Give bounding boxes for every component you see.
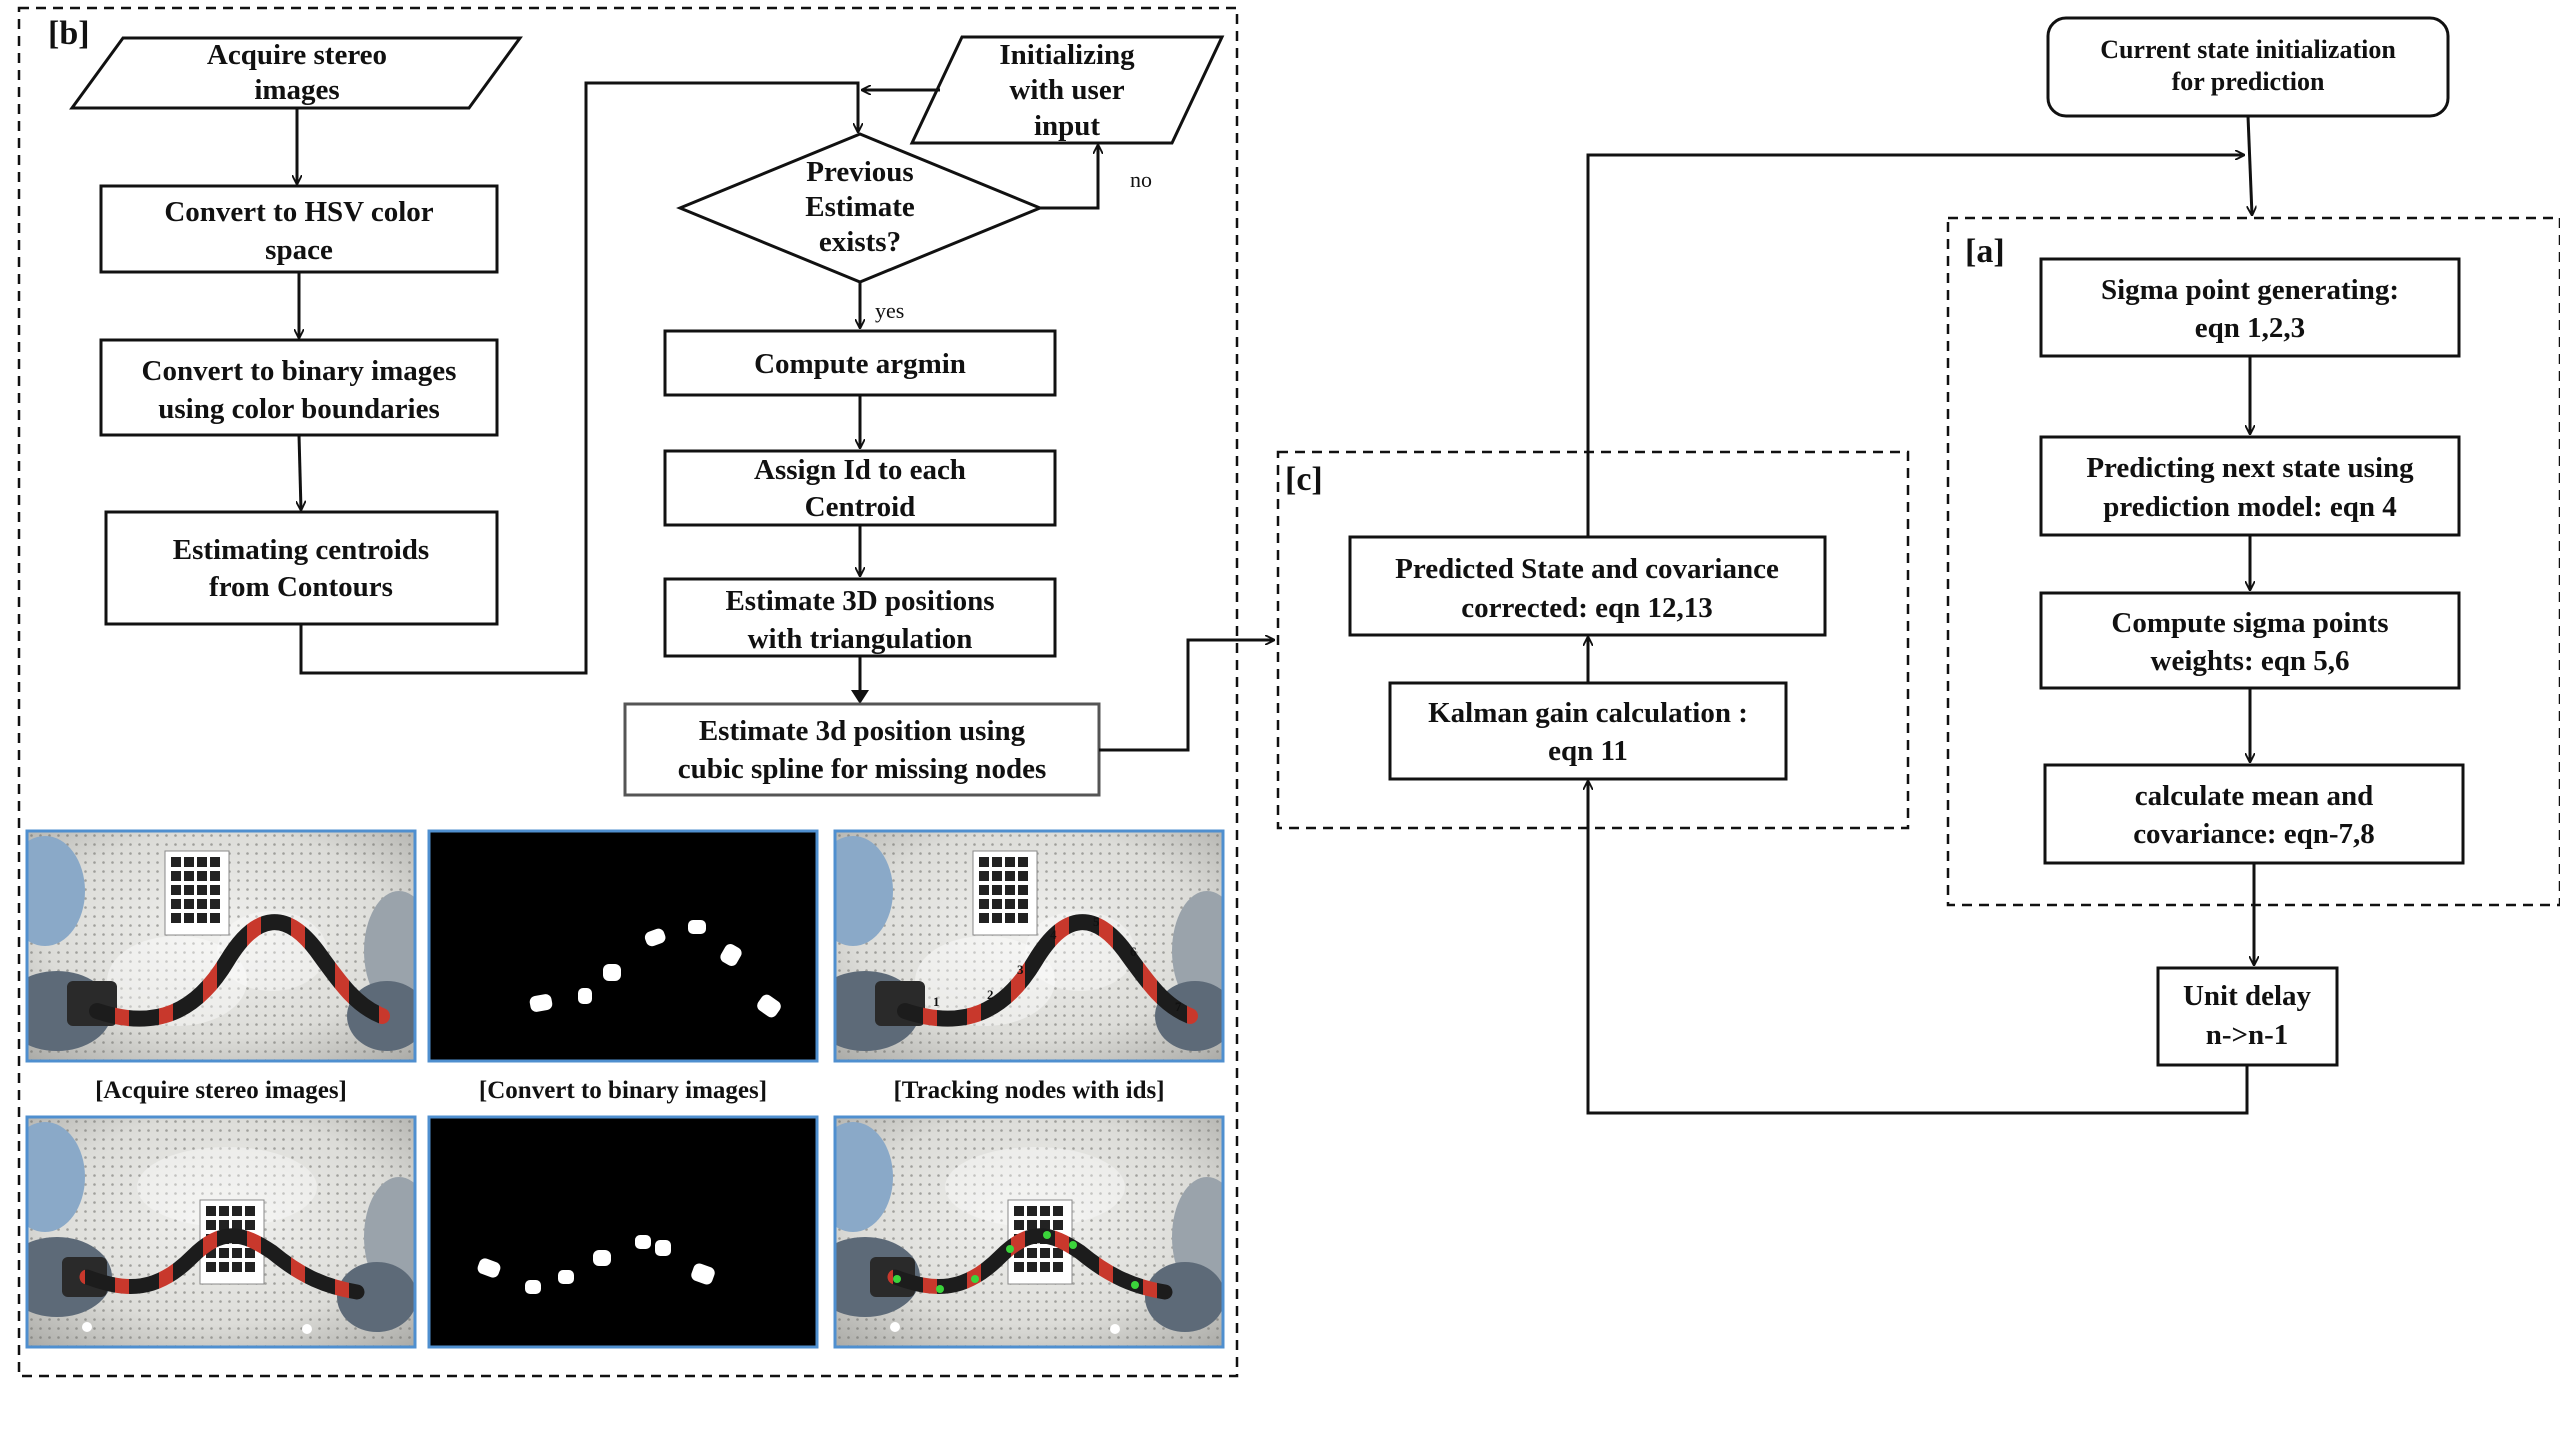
- svg-text:Convert to HSV color: Convert to HSV color: [164, 196, 433, 228]
- caption-tracking: [Tracking nodes with ids]: [893, 1077, 1164, 1104]
- svg-text:Kalman gain calculation :: Kalman gain calculation :: [1428, 697, 1748, 729]
- panel-c-tag: [c]: [1285, 461, 1323, 498]
- convert-binary-node: Convert to binary images using color bou…: [99, 338, 499, 437]
- unit-delay-node: Unit delay n->n-1: [2156, 966, 2339, 1067]
- svg-text:weights: eqn 5,6: weights: eqn 5,6: [2151, 645, 2350, 677]
- svg-text:4: 4: [1050, 927, 1057, 942]
- svg-text:6: 6: [1130, 944, 1137, 959]
- arrow-current-to-sigma: [2246, 115, 2252, 215]
- no-label: no: [1130, 167, 1152, 192]
- svg-text:from Contours: from Contours: [209, 571, 393, 603]
- photo-stereo-2: [27, 1117, 415, 1347]
- svg-text:7: 7: [1175, 999, 1182, 1014]
- svg-text:Estimate: Estimate: [805, 191, 915, 223]
- compute-argmin-node: Compute argmin: [663, 329, 1057, 397]
- kalman-gain-node: Kalman gain calculation : eqn 11: [1388, 681, 1788, 781]
- svg-text:prediction model: eqn 4: prediction model: eqn 4: [2103, 491, 2397, 523]
- photo-frame-5: [427, 1115, 819, 1349]
- convert-hsv-node: Convert to HSV color space: [99, 184, 499, 274]
- svg-text:Initializing: Initializing: [999, 39, 1135, 71]
- arrow-centroids-to-decision: [299, 81, 858, 675]
- arrow-no-branch: [1040, 145, 1098, 210]
- acquire-stereo-images-node: Acquire stereo images: [69, 36, 523, 110]
- svg-text:Sigma point generating:: Sigma point generating:: [2101, 274, 2399, 306]
- photo-frame-6: [833, 1115, 1225, 1349]
- estimate-3d-triangulation-node: Estimate 3D positions with triangulation: [663, 577, 1057, 658]
- svg-text:Predicted State and covariance: Predicted State and covariance: [1395, 553, 1779, 585]
- panel-b-frame: [17, 6, 1239, 1378]
- svg-text:Compute sigma points: Compute sigma points: [2111, 607, 2388, 639]
- photo-binary-2: [429, 1117, 817, 1347]
- previous-estimate-decision: Previous Estimate exists?: [676, 132, 1044, 284]
- caption-acquire: [Acquire stereo images]: [95, 1077, 347, 1104]
- svg-text:corrected: eqn 12,13: corrected: eqn 12,13: [1461, 592, 1713, 624]
- svg-text:1: 1: [933, 994, 940, 1009]
- predict-next-state-node: Predicting next state using prediction m…: [2039, 435, 2461, 537]
- yes-label: yes: [875, 298, 904, 323]
- svg-text:n->n-1: n->n-1: [2206, 1019, 2289, 1051]
- arrow-spline-to-kalman: [1099, 640, 1274, 752]
- svg-text:3: 3: [1017, 962, 1024, 977]
- arrow-predicted-to-current: [1586, 155, 2244, 537]
- svg-text:Assign Id to each: Assign Id to each: [754, 454, 966, 486]
- arrow-binary-centroids: [299, 434, 301, 510]
- svg-text:Current state initialization: Current state initialization: [2100, 35, 2396, 64]
- assign-id-node: Assign Id to each Centroid: [663, 449, 1057, 527]
- svg-text:exists?: exists?: [819, 226, 901, 258]
- svg-text:Predicting next state using: Predicting next state using: [2086, 452, 2414, 484]
- predicted-state-node: Predicted State and covariance corrected…: [1348, 535, 1827, 637]
- sigma-weights-node: Compute sigma points weights: eqn 5,6: [2039, 591, 2461, 690]
- cubic-spline-node: Estimate 3d position using cubic spline …: [623, 702, 1101, 797]
- arrow-delay-to-kalman: [1588, 781, 2249, 1115]
- svg-text:2: 2: [987, 987, 994, 1002]
- arrow-head-bold: [851, 690, 869, 704]
- caption-binary: [Convert to binary images]: [479, 1077, 767, 1104]
- svg-text:space: space: [265, 234, 333, 266]
- initialize-user-input-node: Initializing with user input: [909, 35, 1225, 145]
- svg-text:covariance: eqn-7,8: covariance: eqn-7,8: [2133, 818, 2375, 850]
- svg-text:Acquire stereo: Acquire stereo: [207, 39, 387, 71]
- panel-b-tag: [b]: [48, 15, 90, 52]
- svg-text:images: images: [254, 74, 339, 106]
- svg-text:Estimate 3d position using: Estimate 3d position using: [699, 715, 1026, 747]
- svg-text:Unit delay: Unit delay: [2183, 980, 2312, 1012]
- svg-text:5: 5: [1093, 914, 1100, 929]
- svg-text:eqn 1,2,3: eqn 1,2,3: [2195, 312, 2305, 344]
- svg-text:Convert to binary images: Convert to binary images: [142, 355, 457, 387]
- photo-tracking-1: 1 2 3 4 5 6 7: [835, 831, 1223, 1061]
- svg-text:Compute argmin: Compute argmin: [754, 348, 966, 380]
- svg-text:calculate mean and: calculate mean and: [2135, 780, 2373, 812]
- panel-c-frame: [1276, 450, 1910, 830]
- panel-a-tag: [a]: [1965, 233, 2005, 270]
- svg-text:using color boundaries: using color boundaries: [158, 393, 439, 425]
- svg-text:Estimate 3D positions: Estimate 3D positions: [725, 585, 994, 617]
- photo-frame-3: [833, 829, 1225, 1063]
- svg-text:with user: with user: [1009, 74, 1124, 106]
- svg-text:input: input: [1034, 110, 1100, 142]
- svg-text:Previous: Previous: [806, 156, 913, 188]
- photo-tracking-2: [835, 1117, 1223, 1347]
- sigma-generating-node: Sigma point generating: eqn 1,2,3: [2039, 257, 2461, 358]
- svg-text:eqn 11: eqn 11: [1548, 735, 1628, 767]
- current-state-node: Current state initialization for predict…: [2046, 16, 2450, 118]
- photo-frame-1: [25, 829, 417, 1063]
- photo-binary-1: [429, 831, 817, 1061]
- photo-frame-4: [25, 1115, 417, 1349]
- estimate-centroids-node: Estimating centroids from Contours: [104, 510, 499, 626]
- svg-text:Estimating centroids: Estimating centroids: [173, 534, 429, 566]
- svg-text:with triangulation: with triangulation: [748, 623, 973, 655]
- svg-text:Centroid: Centroid: [805, 491, 916, 523]
- mean-covariance-node: calculate mean and covariance: eqn-7,8: [2043, 763, 2465, 865]
- photo-frame-2: [427, 829, 819, 1063]
- svg-text:cubic spline for missing nodes: cubic spline for missing nodes: [678, 753, 1046, 785]
- svg-text:for prediction: for prediction: [2172, 67, 2325, 96]
- photo-stereo-1: [27, 831, 415, 1061]
